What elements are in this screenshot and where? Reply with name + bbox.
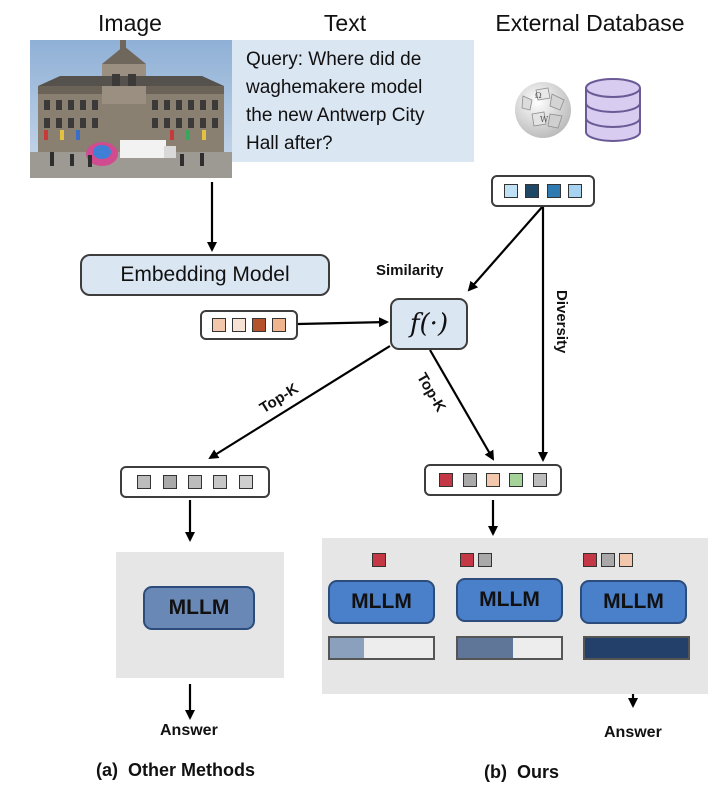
vector-cell xyxy=(567,184,582,198)
vector-cell xyxy=(439,473,454,487)
caption-other-methods: (a) Other Methods xyxy=(96,760,256,780)
vector-cell xyxy=(509,473,524,487)
database-icon xyxy=(582,74,644,146)
svg-text:Ω: Ω xyxy=(535,91,542,100)
vector-cell xyxy=(213,475,228,489)
arrow-query-vector-to-f xyxy=(297,317,389,328)
vector-cell xyxy=(162,475,177,489)
similarity-label: Similarity xyxy=(376,262,444,279)
wikipedia-globe-icon: Ω W xyxy=(512,76,574,142)
query-line: Query: Where did de xyxy=(246,49,422,70)
arrow-db-to-f-similarity xyxy=(467,205,544,292)
topk-vector-ours xyxy=(424,464,562,496)
query-line: waghemakere model xyxy=(246,77,423,98)
context-square xyxy=(601,553,615,567)
mllm-box-ours-1: MLLM xyxy=(328,580,435,624)
answer-label-ours: Answer xyxy=(604,724,662,741)
vector-cell xyxy=(238,475,253,489)
topk-vector-other xyxy=(120,466,270,498)
mllm-box-ours-3: MLLM xyxy=(580,580,687,624)
embedding-model-box: Embedding Model xyxy=(80,254,330,296)
vector-cell xyxy=(485,473,500,487)
vector-cell xyxy=(187,475,202,489)
query-line: Hall after? xyxy=(246,133,333,154)
answer-label-other: Answer xyxy=(160,722,218,739)
vector-cell xyxy=(272,318,286,332)
vector-cell xyxy=(525,184,540,198)
query-line: the new Antwerp City xyxy=(246,105,425,126)
topk-label-left: Top-K xyxy=(256,380,302,417)
vector-cell xyxy=(232,318,246,332)
confidence-bar-fill xyxy=(585,638,688,658)
header-external-database: External Database xyxy=(495,10,685,36)
context-square xyxy=(619,553,633,567)
vector-cell xyxy=(137,475,152,489)
confidence-bar-3 xyxy=(583,636,690,660)
header-image: Image xyxy=(98,10,162,36)
confidence-bar-2 xyxy=(456,636,563,660)
confidence-bar-1 xyxy=(328,636,435,660)
confidence-bar-fill xyxy=(330,638,364,658)
vector-cell xyxy=(462,473,477,487)
query-text-box: Query: Where did de waghemakere model th… xyxy=(232,40,474,162)
vector-cell xyxy=(212,318,226,332)
vector-cell xyxy=(532,473,547,487)
context-squares-2 xyxy=(460,553,492,567)
topk-label-right: Top-K xyxy=(413,369,450,416)
context-square xyxy=(372,553,386,567)
arrow-f-to-topk-left xyxy=(208,345,391,460)
header-text: Text xyxy=(323,10,367,36)
confidence-bar-fill xyxy=(458,638,513,658)
caption-ours: (b) Ours xyxy=(484,762,559,782)
mllm-box-ours-2: MLLM xyxy=(456,578,563,622)
context-squares-1 xyxy=(372,553,386,567)
vector-cell xyxy=(546,184,561,198)
query-embedding-vector xyxy=(200,310,298,340)
city-hall-photo xyxy=(30,40,232,178)
context-square xyxy=(460,553,474,567)
vector-cell xyxy=(504,184,519,198)
mllm-box-other: MLLM xyxy=(143,586,255,630)
context-square xyxy=(478,553,492,567)
vector-cell xyxy=(252,318,266,332)
scoring-function-box: f(·) xyxy=(390,298,468,350)
context-squares-3 xyxy=(583,553,633,567)
context-square xyxy=(583,553,597,567)
svg-text:W: W xyxy=(540,115,549,124)
diversity-label: Diversity xyxy=(553,290,570,354)
database-embedding-vector xyxy=(491,175,595,207)
